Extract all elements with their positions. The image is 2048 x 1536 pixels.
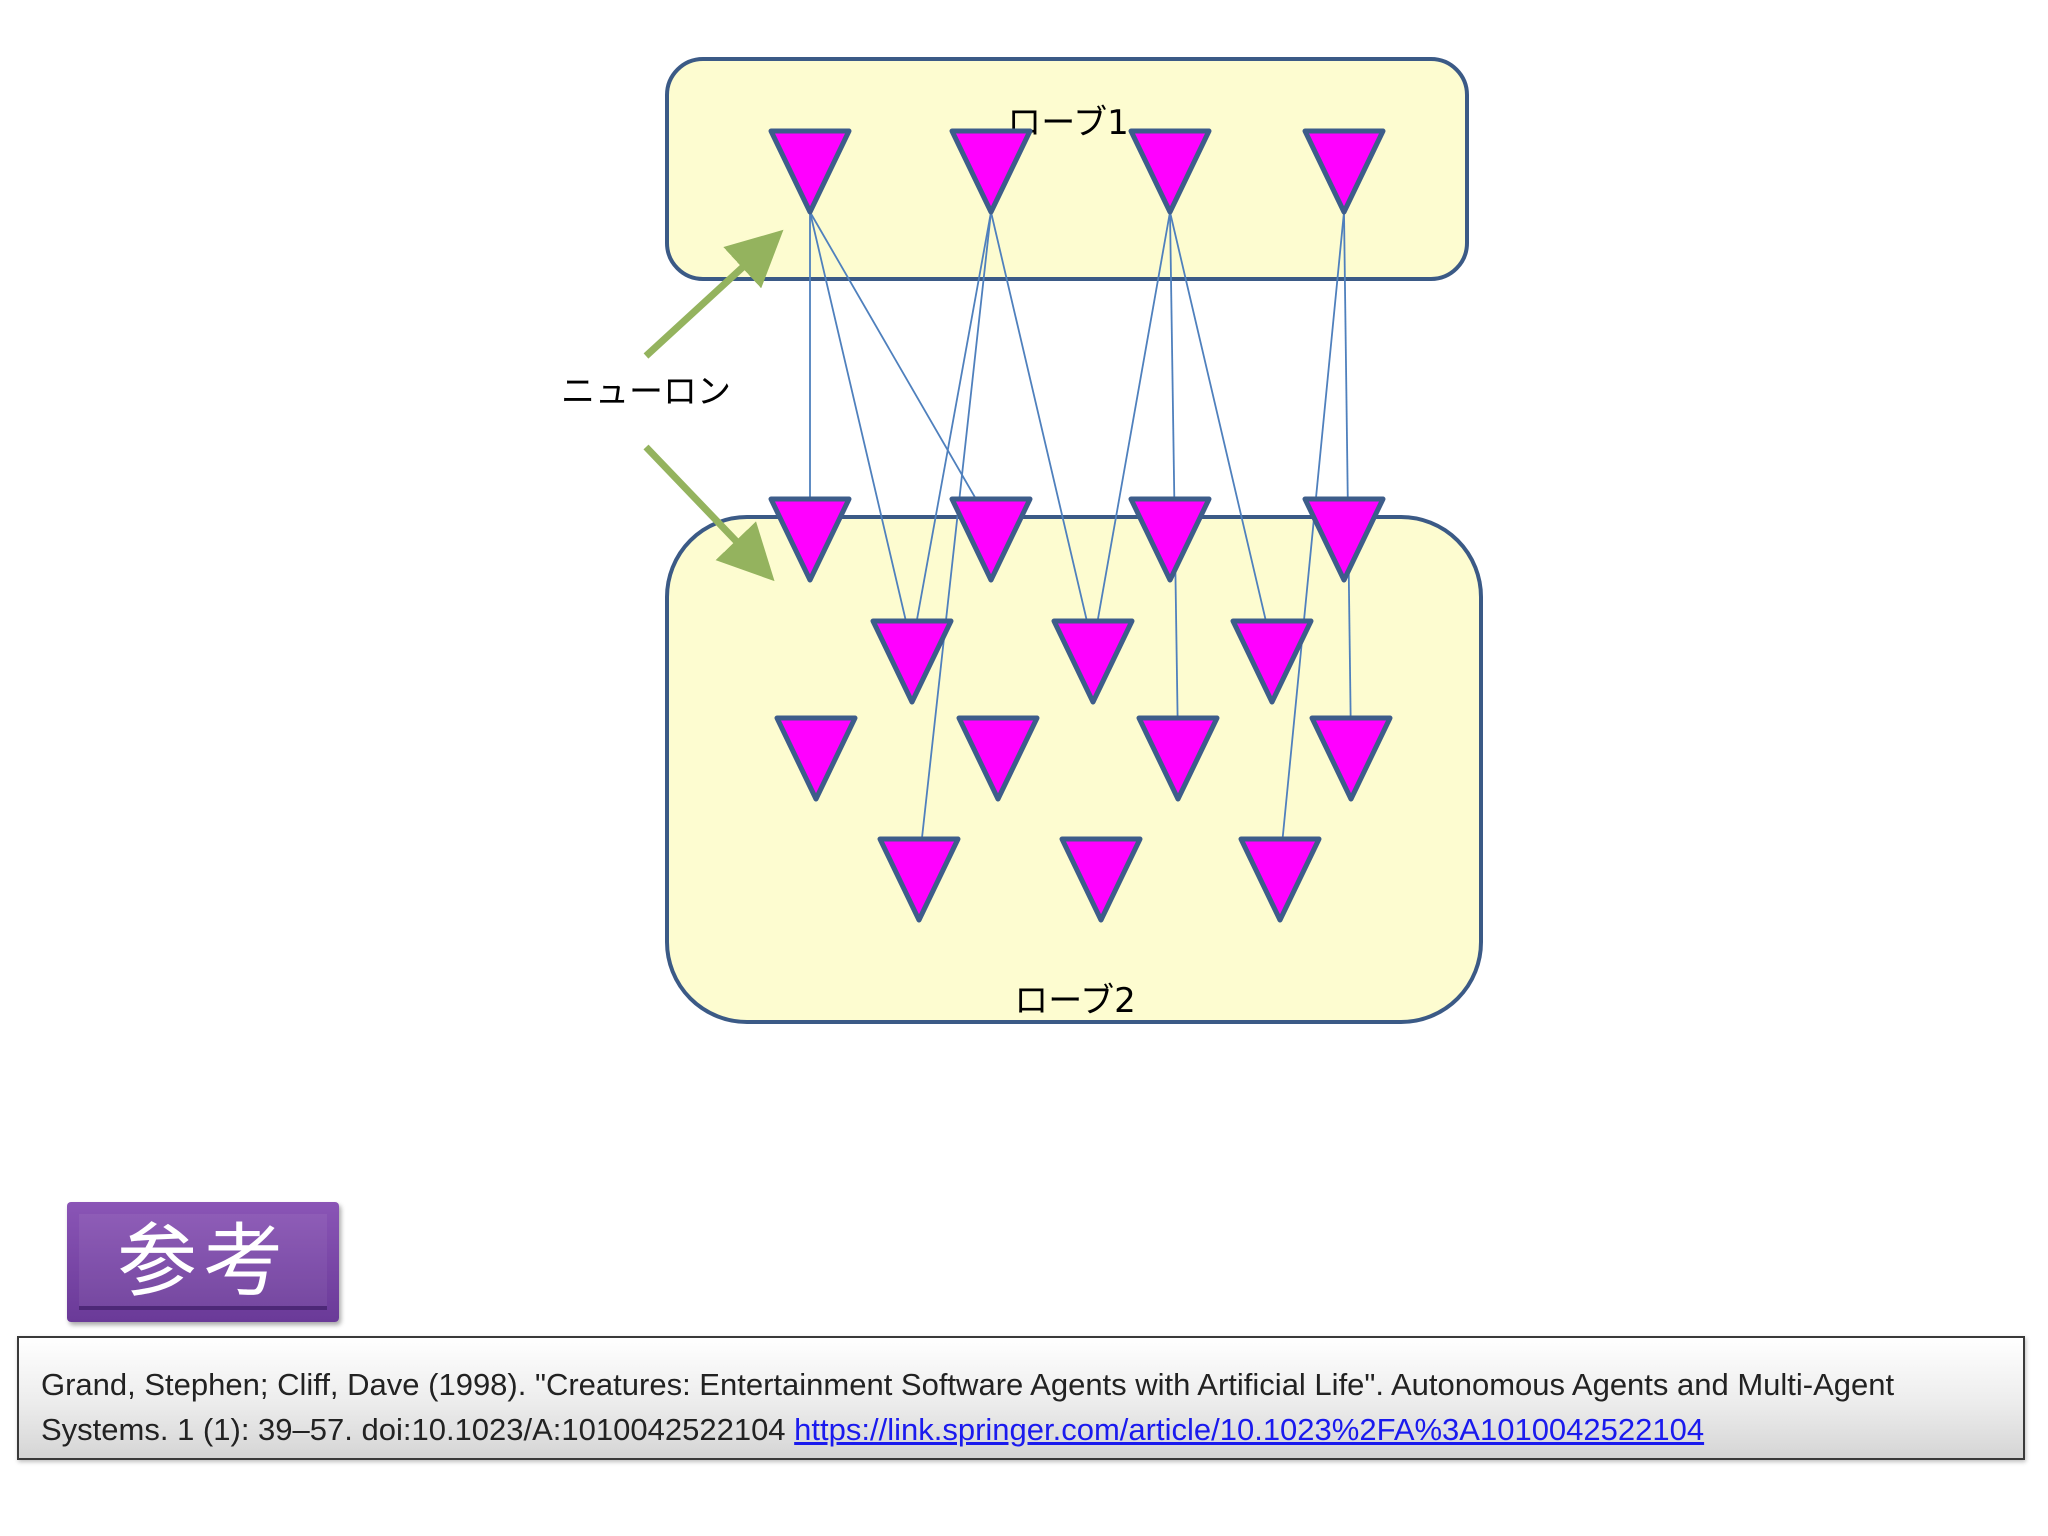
lobe-1-box: [665, 57, 1469, 281]
neuron-l2-r3-4: [1309, 715, 1393, 802]
neuron-l2-r1-4: [1302, 496, 1386, 583]
neuron-l2-r1-3: [1128, 496, 1212, 583]
neuron-l1-1: [768, 128, 852, 215]
neuron-l2-r2-1: [870, 618, 954, 705]
lobe-2-label: ローブ2: [1014, 981, 1136, 1021]
neuron-l1-2: [949, 128, 1033, 215]
connection-5: [918, 211, 992, 866]
neuron-l2-r2-3: [1230, 618, 1314, 705]
connection-11: [1343, 211, 1352, 745]
neuron-l2-r3-1: [774, 715, 858, 802]
citation-link[interactable]: https://link.springer.com/article/10.102…: [794, 1412, 1705, 1447]
neuron-l1-3: [1128, 128, 1212, 215]
neuron-l2-r3-3: [1136, 715, 1220, 802]
connections: [809, 211, 1352, 866]
neuron-label: ニューロン: [561, 372, 731, 412]
connection-3: [809, 211, 992, 526]
citation-box: Grand, Stephen; Cliff, Dave (1998). "Cre…: [17, 1336, 2025, 1460]
neuron-l2-r3-2: [956, 715, 1040, 802]
neuron-l2-r1-2: [949, 496, 1033, 583]
neural-network-diagram: ローブ1 ローブ2 ニューロン: [561, 57, 1483, 1024]
connection-4: [911, 211, 992, 648]
neuron-l2-r2-2: [1051, 618, 1135, 705]
neuron-l1-4: [1302, 128, 1386, 215]
neuron-l2-r4-2: [1059, 836, 1143, 923]
neurons: [768, 128, 1393, 923]
neuron-arrow-up: [643, 229, 784, 359]
neuron-l2-r4-1: [877, 836, 961, 923]
connection-8: [1169, 211, 1179, 745]
connection-9: [1169, 211, 1273, 648]
reference-badge-label: 参考: [117, 1215, 289, 1308]
connection-6: [990, 211, 1094, 648]
neuron-l2-r1-1: [768, 496, 852, 583]
connection-10: [1279, 211, 1345, 866]
neuron-l2-r4-3: [1238, 836, 1322, 923]
reference-badge-bevel: [79, 1214, 327, 1310]
reference-badge: 参考: [67, 1202, 339, 1322]
citation-text: Grand, Stephen; Cliff, Dave (1998). "Cre…: [41, 1367, 1895, 1447]
connection-7: [1092, 211, 1171, 648]
neuron-arrow-down: [643, 444, 775, 582]
connection-2: [809, 211, 913, 648]
